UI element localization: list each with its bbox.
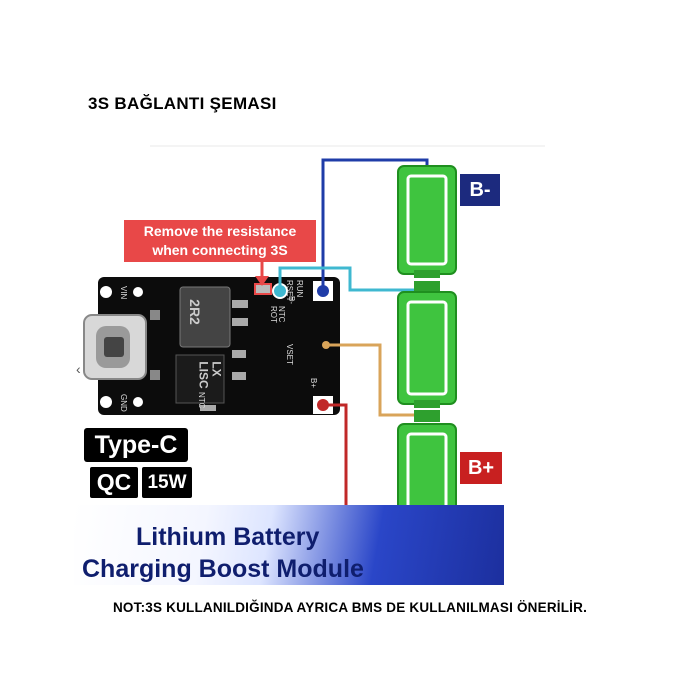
cell-link [414, 281, 440, 291]
pin-label-ntc-bottom: NTC [197, 392, 206, 409]
pin-label-rset: RSET [285, 280, 294, 302]
ic-chip [175, 354, 225, 404]
pin-label-ntc: NTC [277, 306, 286, 323]
mount-hole [100, 396, 112, 408]
pin-label-gnd: GND [119, 394, 128, 412]
battery-cell-1 [397, 165, 457, 278]
wire-mid1 [278, 266, 427, 292]
pin-label-run: RUN [295, 280, 304, 298]
smd-component [150, 310, 160, 320]
callout-line-1: Remove the resistance [143, 223, 297, 239]
mount-hole [133, 287, 143, 297]
type-c-badge: Type-C [84, 428, 188, 462]
inductor [179, 286, 231, 348]
removable-resistor [254, 283, 272, 295]
qc-badge: QC [90, 467, 138, 498]
watt-badge: 15W [142, 467, 192, 498]
product-banner: Lithium Battery Charging Boost Module [74, 505, 504, 585]
smd-component [200, 405, 216, 411]
usb-c-tongue [104, 337, 124, 357]
remove-resistance-callout: Remove the resistance when connecting 3S [124, 220, 316, 262]
chip-label: LX LISC [196, 361, 224, 389]
pin-label-b-plus: B+ [309, 378, 318, 389]
page-title: 3S BAĞLANTI ŞEMASI [88, 94, 277, 113]
bms-note: NOT:3S KULLANILDIĞINDA AYRICA BMS DE KUL… [112, 600, 588, 615]
smd-component [232, 350, 246, 358]
smd-component [232, 372, 246, 380]
pin-label-rot: ROT [269, 306, 278, 323]
smd-component [150, 370, 160, 380]
pin-label-vset: VSET [285, 344, 294, 365]
b-minus-label: B- [460, 174, 500, 206]
inductor-label: 2R2 [186, 299, 203, 325]
chevron-left-icon: ‹ [76, 361, 81, 377]
callout-line-2: when connecting 3S [152, 242, 288, 258]
battery-cell-2 [397, 291, 457, 408]
mount-hole [133, 397, 143, 407]
smd-component [232, 300, 248, 308]
cell-link [414, 410, 440, 422]
banner-line-1: Lithium Battery [136, 523, 320, 551]
mount-hole [100, 286, 112, 298]
callout-arrowhead [255, 276, 269, 286]
wire-mid2 [326, 343, 427, 417]
pin-label-vin: VIN [119, 286, 128, 300]
banner-line-2: Charging Boost Module [82, 555, 364, 583]
smd-component [232, 318, 248, 326]
b-plus-label: B+ [460, 452, 502, 484]
